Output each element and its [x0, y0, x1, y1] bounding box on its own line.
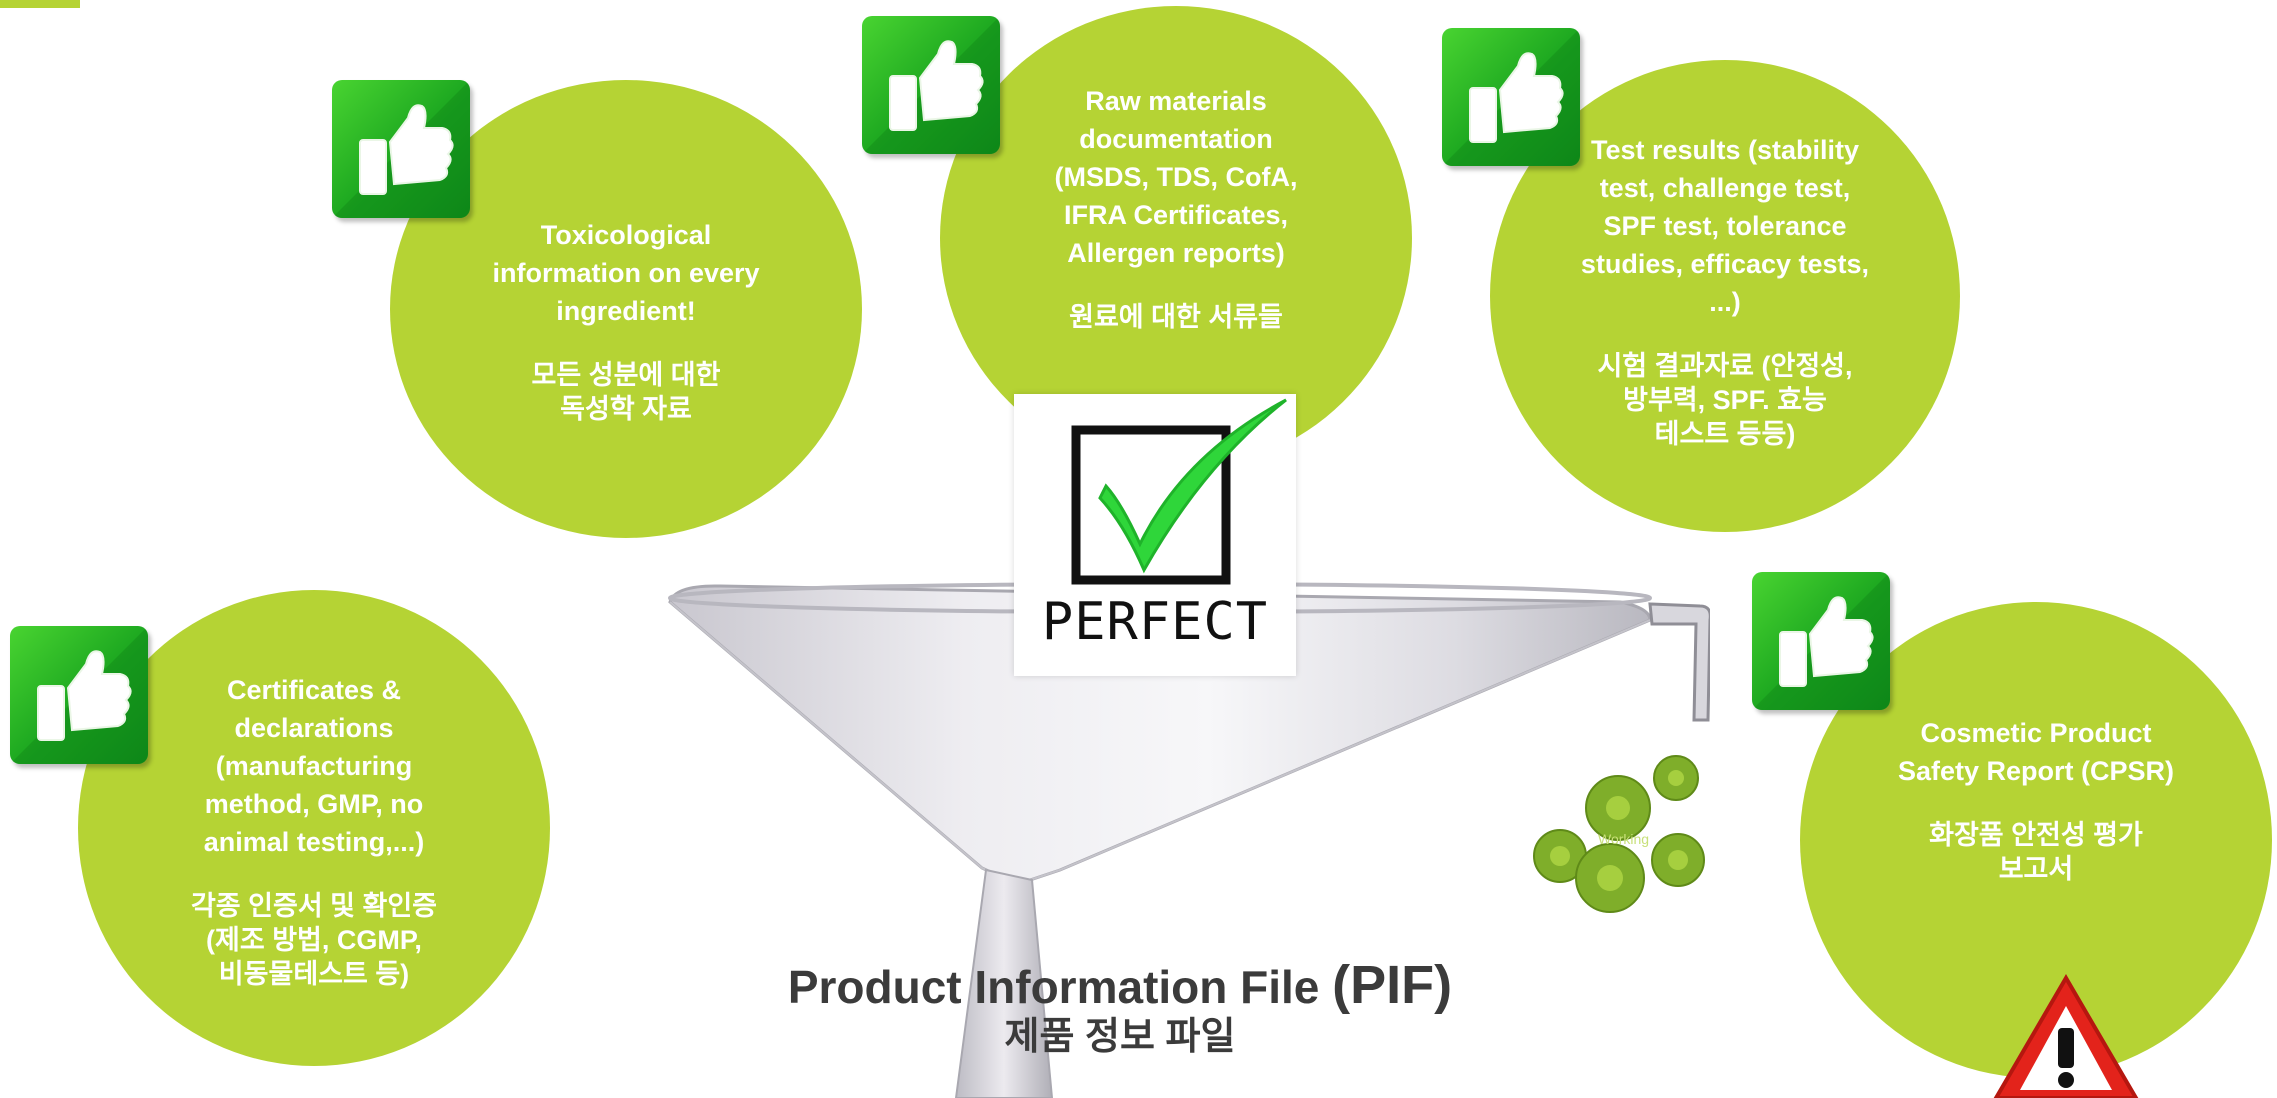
thumbs-up-icon	[10, 626, 148, 764]
circle-toxicological: Toxicological information on every ingre…	[390, 80, 862, 538]
gears-label: Working	[1598, 831, 1649, 847]
circle-certificates: Certificates & declarations (manufacturi…	[78, 590, 550, 1066]
circle-certificates-ko: 각종 인증서 및 확인증 (제조 방법, CGMP, 비동물테스트 등)	[190, 891, 438, 989]
circle-cpsr-en: Cosmetic Product Safety Report (CPSR)	[1897, 718, 2175, 786]
perfect-stamp: PERFECT	[1014, 394, 1296, 676]
thumbs-up-icon	[862, 16, 1000, 154]
circle-cpsr-ko: 화장품 안전성 평가 보고서	[1929, 820, 2143, 884]
gears-icon: Working	[1533, 755, 1705, 913]
title-main: Product Information File (PIF)	[760, 958, 1480, 1014]
accent-bar	[0, 0, 80, 8]
funnel-image	[668, 582, 1710, 1098]
thumbs-up-icon	[1752, 572, 1890, 710]
circle-certificates-en: Certificates & declarations (manufacturi…	[203, 675, 425, 857]
title-main-paren: (PIF)	[1332, 955, 1453, 1015]
circle-toxicological-ko: 모든 성분에 대한 독성학 자료	[531, 360, 721, 424]
circle-raw-materials-ko: 원료에 대한 서류들	[1069, 302, 1283, 332]
circle-test-results-ko: 시험 결과자료 (안정성, 방부력, SPF. 효능 테스트 등등)	[1597, 351, 1853, 449]
title-main-text: Product Information File	[787, 961, 1333, 1013]
circle-raw-materials-en: Raw materials documentation (MSDS, TDS, …	[1054, 86, 1298, 268]
circle-raw-materials: Raw materials documentation (MSDS, TDS, …	[940, 6, 1412, 470]
page-title: Product Information File (PIF) 제품 정보 파일	[760, 958, 1480, 1060]
title-sub: 제품 정보 파일	[1004, 1016, 1236, 1058]
thumbs-up-icon	[332, 80, 470, 218]
thumbs-up-icon	[1442, 28, 1580, 166]
warning-icon	[1993, 974, 2139, 1098]
checkmark-box-icon	[1071, 398, 1287, 585]
circle-toxicological-en: Toxicological information on every ingre…	[492, 220, 760, 326]
circle-test-results-en: Test results (stability test, challenge …	[1580, 135, 1870, 317]
perfect-label: PERFECT	[1041, 592, 1269, 652]
